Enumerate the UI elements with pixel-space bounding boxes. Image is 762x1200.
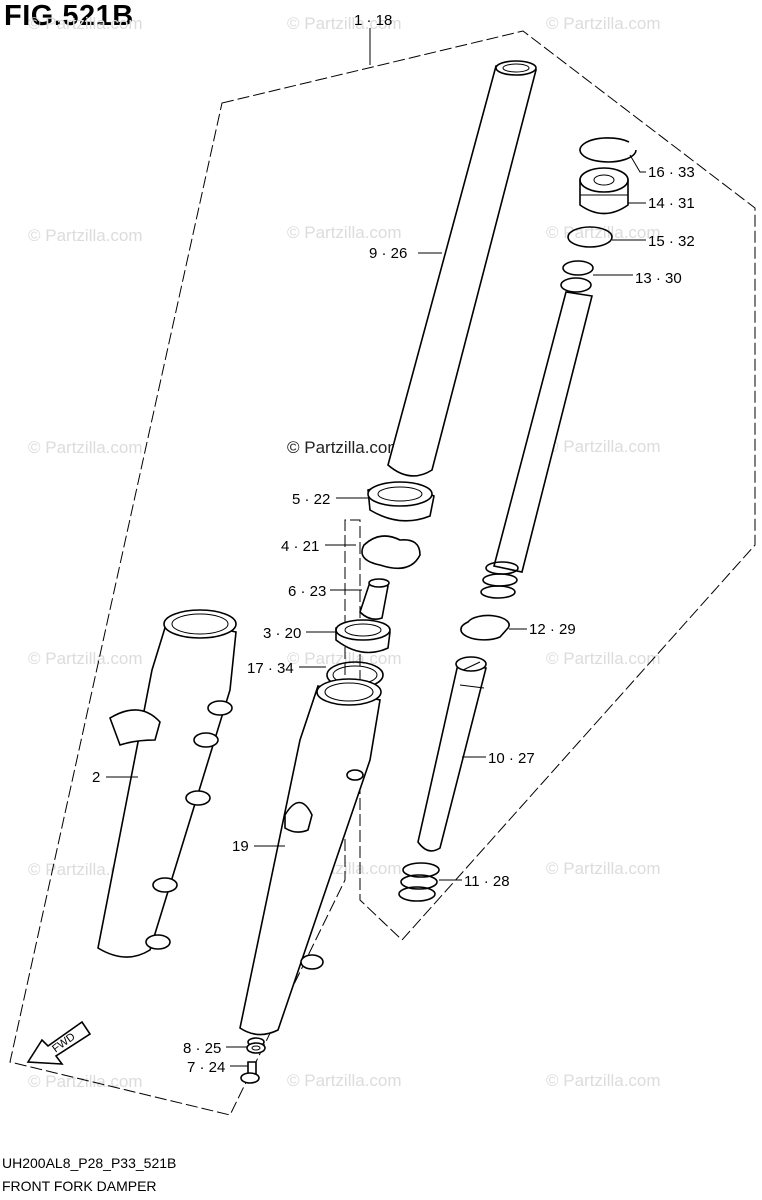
fwd-arrow-icon: FWD <box>26 1020 92 1065</box>
watermark: © Partzilla.com <box>287 1071 402 1090</box>
callout-9-26: 9 · 26 <box>369 245 407 262</box>
callout-6-23: 6 · 23 <box>288 583 326 600</box>
snap-ring-16 <box>579 137 637 163</box>
outer-tube-19 <box>239 678 382 1047</box>
watermark: © Partzilla.com <box>546 223 661 242</box>
callout-2: 2 <box>92 769 100 786</box>
watermark: © Partzilla.com <box>28 438 143 457</box>
callout-7-24: 7 · 24 <box>187 1059 225 1076</box>
damper-rod <box>480 291 593 599</box>
oil-seal-3 <box>335 619 391 654</box>
guide-14 <box>579 167 629 215</box>
cylinder-10 <box>417 656 487 852</box>
callout-8-25: 8 · 25 <box>183 1040 221 1057</box>
watermark: © Partzilla.com <box>546 859 661 878</box>
callout-12-29: 12 · 29 <box>529 621 576 638</box>
dust-seal-5 <box>367 481 435 522</box>
callout-15-32: 15 · 32 <box>648 233 695 250</box>
watermark: © Partzilla.com <box>28 1072 143 1091</box>
bolt-7 <box>240 1061 260 1084</box>
callout-11-28: 11 · 28 <box>464 873 510 890</box>
callout-5-22: 5 · 22 <box>292 491 330 508</box>
figure-code: UH200AL8_P28_P33_521B <box>2 1155 177 1171</box>
stopper-12 <box>460 614 510 641</box>
watermark: © Partzilla.com <box>28 649 143 668</box>
callout-14-31: 14 · 31 <box>648 195 695 212</box>
callout-4-21: 4 · 21 <box>281 538 319 555</box>
o-ring-15 <box>567 226 613 248</box>
watermark: © Partzilla.com <box>287 223 402 242</box>
callout-17-34: 17 · 34 <box>247 660 294 677</box>
watermark: © Partzilla.com <box>546 1071 661 1090</box>
oil-lock-piece-6 <box>359 578 390 620</box>
watermark: © Partzilla.com <box>287 649 402 668</box>
callout-10-27: 10 · 27 <box>488 750 535 767</box>
inner-tube <box>387 60 538 477</box>
callout-13-30: 13 · 30 <box>635 270 682 287</box>
watermark: © Partzilla.com <box>546 14 661 33</box>
outer-tube-2 <box>97 609 237 958</box>
leader-lines <box>106 154 646 1067</box>
watermark: © Partzilla.com <box>287 14 402 33</box>
watermark: © Partzilla.com <box>546 437 661 456</box>
watermark: © Partzilla.com <box>546 649 661 668</box>
callout-19: 19 <box>232 838 249 855</box>
watermark: © Partzilla.com <box>28 226 143 245</box>
spring-13 <box>560 260 594 293</box>
callout-3-20: 3 · 20 <box>263 625 301 642</box>
watermark: © Partzilla.com <box>28 14 143 33</box>
callout-1-18: 1 · 18 <box>354 12 392 29</box>
callout-labels: 1 · 18 9 · 26 16 · 33 14 · 31 15 · 32 13… <box>92 12 695 1076</box>
callout-16-33: 16 · 33 <box>648 164 695 181</box>
figure-title: FIG.521B <box>4 0 134 32</box>
stopper-ring-4 <box>361 535 421 570</box>
figure-description: FRONT FORK DAMPER <box>2 1178 157 1194</box>
washer-8 <box>246 1042 266 1054</box>
spring-11 <box>398 862 440 902</box>
watermark-center: © Partzilla.com <box>287 438 402 457</box>
